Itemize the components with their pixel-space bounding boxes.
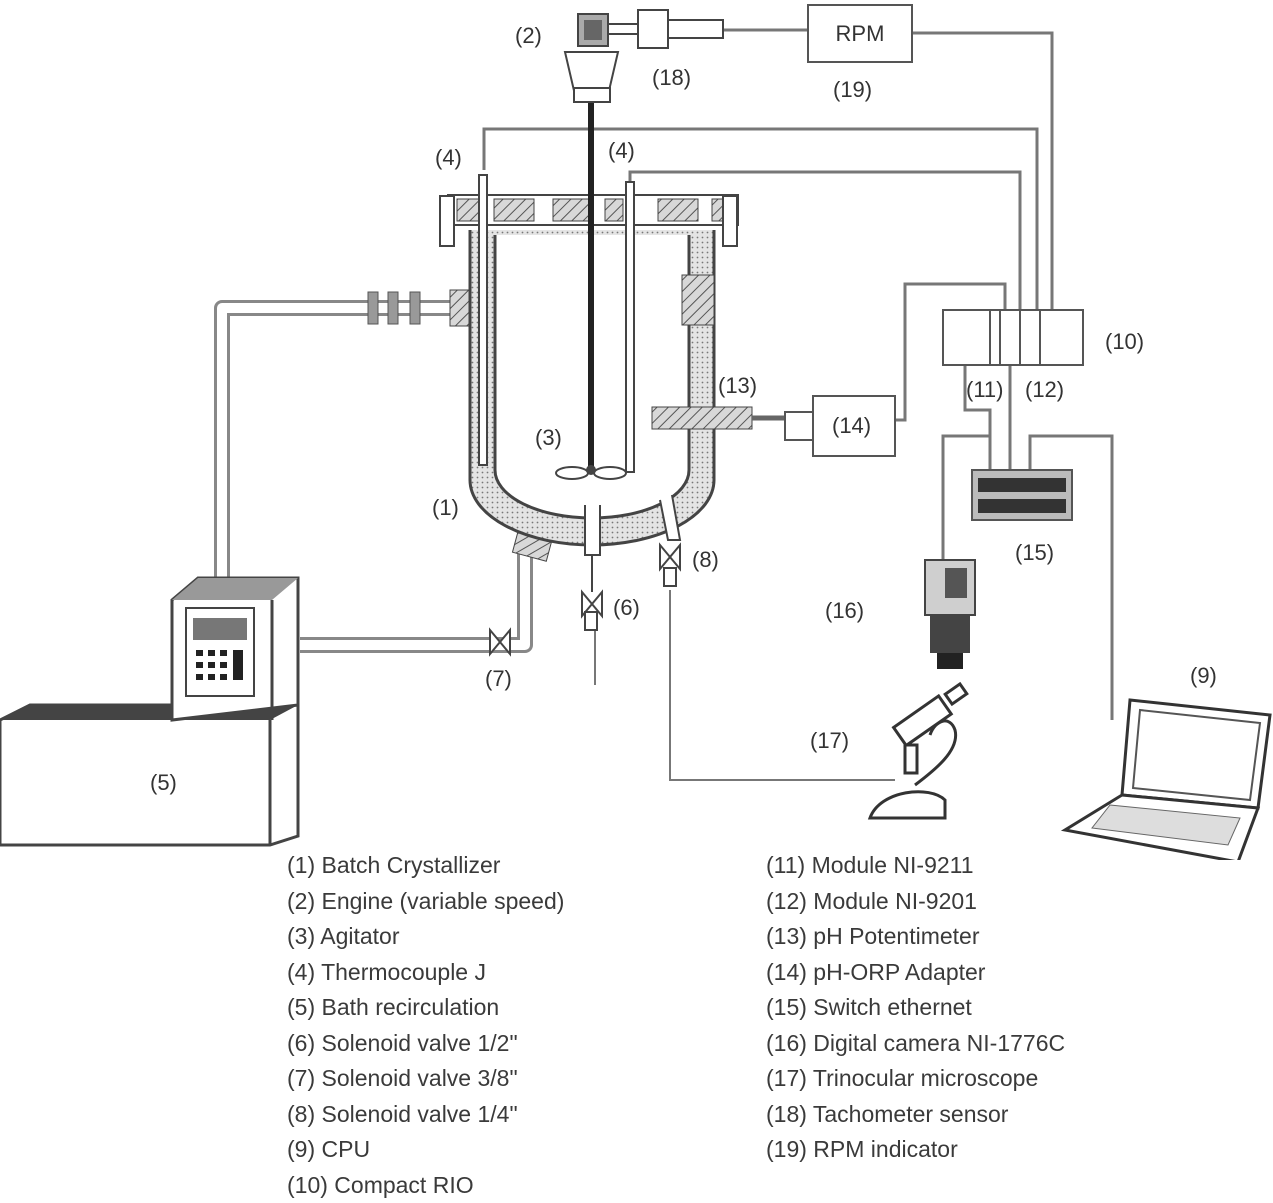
label-7: (7) — [485, 666, 512, 691]
label-16: (16) — [825, 598, 864, 623]
digital-camera — [925, 560, 975, 669]
legend-item: (15) Switch ethernet — [766, 990, 1065, 1026]
label-17: (17) — [810, 728, 849, 753]
legend-item: (17) Trinocular microscope — [766, 1061, 1065, 1097]
label-1: (1) — [432, 495, 459, 520]
batch-crystallizer — [440, 95, 785, 555]
legend-item: (9) CPU — [287, 1132, 564, 1168]
label-15: (15) — [1015, 540, 1054, 565]
trinocular-microscope — [870, 684, 967, 818]
laptop-cpu — [1065, 700, 1270, 860]
label-8: (8) — [692, 547, 719, 572]
legend-right: (11) Module NI-9211 (12) Module NI-9201 … — [766, 848, 1065, 1168]
rpm-box-label: RPM — [836, 21, 885, 46]
legend-item: (7) Solenoid valve 3/8" — [287, 1061, 564, 1097]
label-3: (3) — [535, 425, 562, 450]
compact-rio — [943, 310, 1083, 365]
label-2: (2) — [515, 23, 542, 48]
label-12: (12) — [1025, 377, 1064, 402]
legend-item: (14) pH-ORP Adapter — [766, 955, 1065, 991]
label-10: (10) — [1105, 329, 1144, 354]
legend-left: (1) Batch Crystallizer (2) Engine (varia… — [287, 848, 564, 1203]
legend-item: (13) pH Potentimeter — [766, 919, 1065, 955]
crystallizer-setup-diagram: RPM — [0, 0, 1273, 860]
label-11: (11) — [966, 377, 1004, 402]
legend-item: (19) RPM indicator — [766, 1132, 1065, 1168]
legend-item: (8) Solenoid valve 1/4" — [287, 1097, 564, 1133]
label-9: (9) — [1190, 663, 1217, 688]
label-14: (14) — [832, 413, 871, 438]
label-5: (5) — [150, 770, 177, 795]
legend-item: (10) Compact RIO — [287, 1168, 564, 1203]
label-19: (19) — [833, 77, 872, 102]
legend-item: (4) Thermocouple J — [287, 955, 564, 991]
legend-item: (18) Tachometer sensor — [766, 1097, 1065, 1133]
legend-item: (16) Digital camera NI-1776C — [766, 1026, 1065, 1062]
legend-item: (11) Module NI-9211 — [766, 848, 1065, 884]
legend-item: (3) Agitator — [287, 919, 564, 955]
legend-item: (12) Module NI-9201 — [766, 884, 1065, 920]
label-4a: (4) — [435, 145, 462, 170]
legend-item: (1) Batch Crystallizer — [287, 848, 564, 884]
tachometer-sensor — [608, 10, 723, 48]
label-18: (18) — [652, 65, 691, 90]
legend-item: (5) Bath recirculation — [287, 990, 564, 1026]
legend-item: (2) Engine (variable speed) — [287, 884, 564, 920]
label-6: (6) — [613, 595, 640, 620]
bath-recirculation — [0, 578, 298, 845]
ethernet-switch — [972, 470, 1072, 520]
label-4b: (4) — [608, 138, 635, 163]
legend-item: (6) Solenoid valve 1/2" — [287, 1026, 564, 1062]
label-13: (13) — [718, 373, 757, 398]
